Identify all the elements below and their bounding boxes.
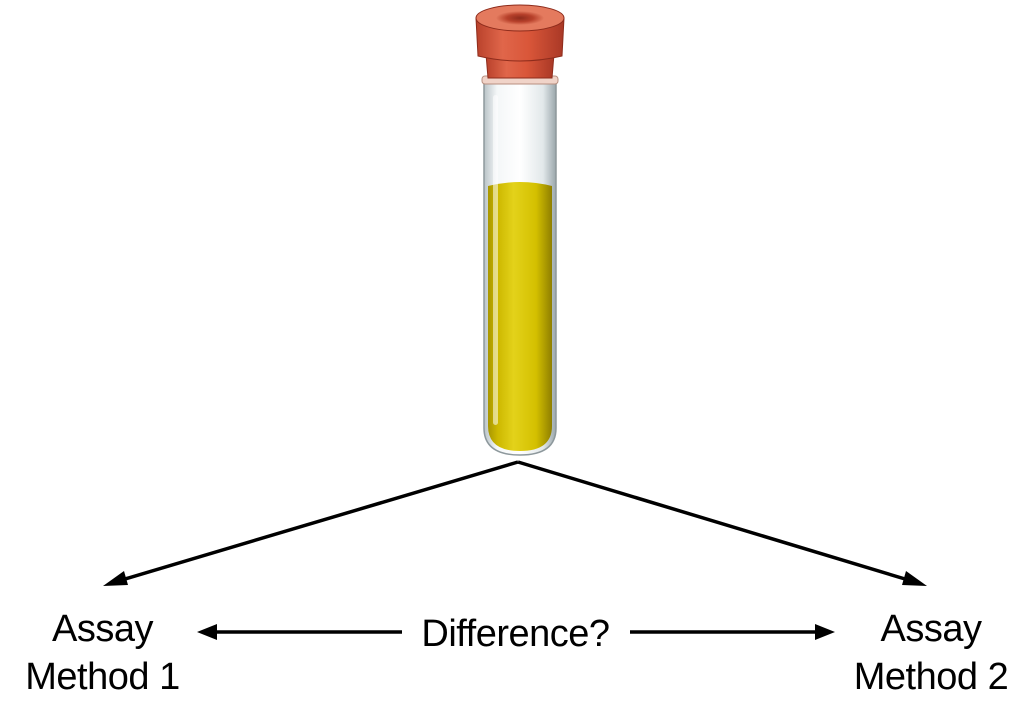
arrowhead-compare-right — [815, 624, 835, 640]
arrowhead-method-2 — [902, 571, 927, 586]
method-2-line-1: Assay — [836, 605, 1026, 653]
arrowhead-method-1 — [103, 571, 128, 586]
tube-highlight — [493, 95, 498, 425]
assay-method-1-label: Assay Method 1 — [0, 605, 205, 701]
arrow-to-method-1 — [115, 462, 518, 582]
method-1-line-2: Method 1 — [0, 653, 205, 701]
arrow-to-method-2 — [518, 462, 915, 582]
assay-method-2-label: Assay Method 2 — [836, 605, 1026, 701]
difference-question-label: Difference? — [408, 610, 623, 658]
method-1-line-1: Assay — [0, 605, 205, 653]
split-arrows — [115, 462, 915, 582]
stopper-opening — [496, 11, 544, 25]
method-2-line-2: Method 2 — [836, 653, 1026, 701]
tube-stopper — [476, 5, 564, 78]
test-tube — [482, 76, 558, 455]
